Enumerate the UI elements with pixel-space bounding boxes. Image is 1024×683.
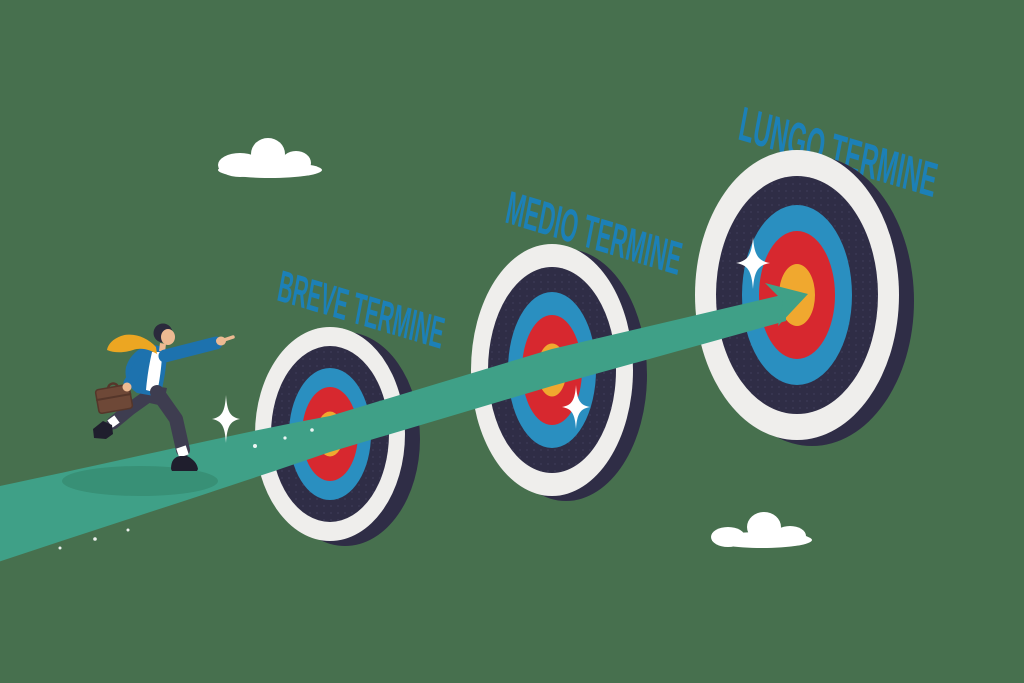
cloud-puff <box>251 138 285 170</box>
running-businessman-icon <box>93 323 235 471</box>
figure-front-shoe <box>171 456 198 471</box>
arrowhead <box>765 283 808 326</box>
cloud-icon <box>218 138 322 178</box>
figure-pointing-finger <box>222 335 235 342</box>
dust-dot <box>58 546 62 550</box>
cloud-base <box>712 532 812 548</box>
figure-back-sock <box>107 415 120 428</box>
dust-dot <box>93 537 97 541</box>
figure-front-sock <box>176 445 189 458</box>
sparkle-shape <box>562 385 590 429</box>
dust-dot <box>126 528 130 532</box>
figure-shadow <box>62 466 218 496</box>
briefcase-flap-line <box>95 393 132 401</box>
figure-front-leg <box>150 385 190 457</box>
arrow-shaft <box>0 294 786 562</box>
briefcase-icon <box>94 382 134 415</box>
dust-dot <box>253 444 257 448</box>
briefcase-body <box>94 383 134 415</box>
cloud-icon <box>711 512 812 548</box>
sparkle-dust <box>58 428 314 550</box>
sparkle-shape <box>736 237 770 289</box>
cloud-base <box>218 162 322 178</box>
figure-back-shoe <box>93 421 113 439</box>
necktie <box>107 334 157 354</box>
figure-shirt <box>146 352 162 393</box>
dust-dot <box>283 436 287 440</box>
figure-face <box>161 329 175 345</box>
sparkle-icon <box>736 237 770 289</box>
figure-left-arm <box>123 357 147 389</box>
figure-pointing-arm <box>158 336 223 363</box>
sparkle-icon <box>212 395 240 443</box>
sparkle-shape <box>212 395 240 443</box>
ascending-arrow-path-icon <box>0 283 808 562</box>
dust-dot <box>310 428 314 432</box>
sparkle-icon <box>562 385 590 429</box>
figure-left-hand <box>122 382 132 392</box>
